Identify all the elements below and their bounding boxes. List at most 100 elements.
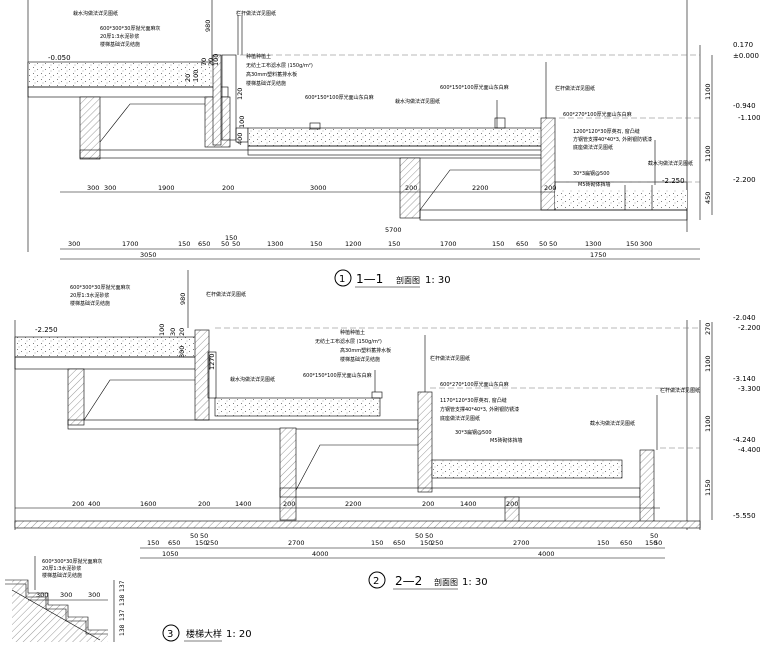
elevation-label: -3.300: [738, 385, 760, 393]
dim: 150: [310, 240, 322, 248]
elevation-label: -2.250: [35, 326, 58, 334]
dim: 650: [516, 240, 528, 248]
note: 1170*120*30厚英石, 窗凸缝: [440, 397, 507, 404]
dim: 100: [192, 70, 200, 82]
dim: 150: [388, 240, 400, 248]
title-suffix: 剖面图: [396, 275, 420, 285]
dim: 1400: [235, 500, 252, 508]
dim: 200: [198, 500, 210, 508]
dim: 120: [236, 88, 244, 100]
note: 方钢管支撑40*40*3, 外刷银防锈漆: [440, 406, 519, 413]
dim: 200: [222, 184, 234, 192]
title-scale: 1: 30: [462, 577, 488, 588]
elevation-label: -2.250: [662, 177, 685, 185]
dim: 1300: [267, 240, 284, 248]
dim: 138: [119, 594, 126, 606]
note: 30*3扁钢@500: [573, 170, 610, 177]
dim: 4000: [312, 550, 329, 558]
dim: 30: [169, 328, 177, 336]
dim: 1600: [140, 500, 157, 508]
dim: 50: [650, 532, 658, 540]
section-2-2: [14, 270, 713, 559]
title-scale: 1: 20: [226, 629, 252, 640]
dim: 150: [178, 240, 190, 248]
dim: 300: [68, 240, 80, 248]
elevation-label: -4.240: [733, 436, 756, 444]
note: 栏杆做法详见图纸: [206, 291, 246, 298]
note: 无纺土工布滤水层 (150g/m²): [315, 338, 382, 345]
dim: 650: [620, 539, 632, 547]
dim: 300: [60, 591, 72, 599]
note: 600*300*30厚抛光面麻灰: [100, 25, 160, 32]
dim: 150: [371, 539, 383, 547]
dim: 20: [184, 74, 192, 82]
note: 高30mm塑料蓄排水板: [246, 71, 297, 78]
section-2-elevations: -2.040 -2.200 -3.140 -3.300 -4.240 -4.40…: [35, 314, 760, 520]
title-number: 1: [339, 274, 345, 285]
note: 无纺土工布滤水层 (150g/m²): [246, 62, 313, 69]
note: 600*270*100厚光面山东白麻: [440, 381, 509, 388]
note: 1200*120*30厚英石, 窗凸缝: [573, 128, 640, 135]
dim: 1300: [585, 240, 602, 248]
dim: 100: [212, 54, 220, 66]
dim: 250: [206, 539, 218, 547]
note: 栏杆做法详见图纸: [555, 85, 595, 92]
dim: 980: [179, 293, 187, 305]
title-1: 1 1—1 剖面图 1: 30: [334, 269, 451, 288]
dim: 1270: [208, 353, 216, 370]
dim: 200: [544, 184, 556, 192]
dim: 250: [431, 539, 443, 547]
section-1-dims: 300 300 1900 200 3000 200 2200 200 300 1…: [68, 20, 712, 259]
dim: 1700: [440, 240, 457, 248]
dim: 150: [645, 539, 657, 547]
dim: 1100: [704, 83, 712, 100]
elevation-label: -4.400: [738, 446, 760, 454]
dim: 150: [626, 240, 638, 248]
dim: 650: [393, 539, 405, 547]
elevation-label: -3.140: [733, 375, 756, 383]
elevation-label: -2.040: [733, 314, 756, 322]
note: 600*270*100厚光面山东白麻: [563, 111, 632, 118]
dim: 70: [200, 58, 208, 66]
title-name: 2—2: [395, 574, 422, 588]
dim: 150: [492, 240, 504, 248]
dim: 300: [104, 184, 116, 192]
section-1-elevations: 0.170 ±0.000 -0.940 -1.100 -2.200 -2.250…: [48, 41, 760, 185]
note: 截水沟做法详见图纸: [648, 160, 693, 167]
note: 600*150*100厚光面山东白麻: [440, 84, 509, 91]
dim: 1700: [122, 240, 139, 248]
note: 楼梯基础详见结施: [246, 80, 286, 87]
dim: 150: [597, 539, 609, 547]
elevation-label: -2.200: [738, 324, 760, 332]
title-scale: 1: 30: [425, 275, 451, 286]
dim: 50: [200, 532, 208, 540]
dim: 1050: [162, 550, 179, 558]
dim: 1100: [704, 415, 712, 432]
dim: 150: [147, 539, 159, 547]
note: 方钢管支撑40*40*3, 外刷银防锈漆: [573, 136, 652, 143]
dim: 50: [549, 240, 557, 248]
dim: 138: [119, 624, 126, 636]
note: 底座做法详见图纸: [440, 415, 480, 422]
dim: 2700: [288, 539, 305, 547]
section-2-notes: 600*300*30厚抛光面麻灰 20厚1:3水泥砂浆 楼梯基础详见结施 栏杆做…: [70, 284, 700, 444]
dim: 1100: [704, 355, 712, 372]
dim: 270: [704, 323, 712, 335]
dim: 2700: [513, 539, 530, 547]
note: 栏杆做法详见图纸: [430, 355, 470, 362]
dim: 5700: [385, 226, 402, 234]
elevation-label: -1.100: [738, 114, 760, 122]
dim: 1100: [704, 145, 712, 162]
dim: 650: [168, 539, 180, 547]
dim: 137: [119, 580, 126, 592]
elevation-label: -5.550: [733, 512, 756, 520]
title-name: 楼梯大样: [186, 628, 222, 640]
dim: 2200: [345, 500, 362, 508]
dim: 200: [283, 500, 295, 508]
note: 栏杆做法详见图纸: [236, 10, 276, 17]
dim: 980: [204, 20, 212, 32]
dim: 450: [704, 192, 712, 204]
dim: 137: [119, 609, 126, 621]
note: 楼梯基础详见结施: [340, 356, 380, 363]
